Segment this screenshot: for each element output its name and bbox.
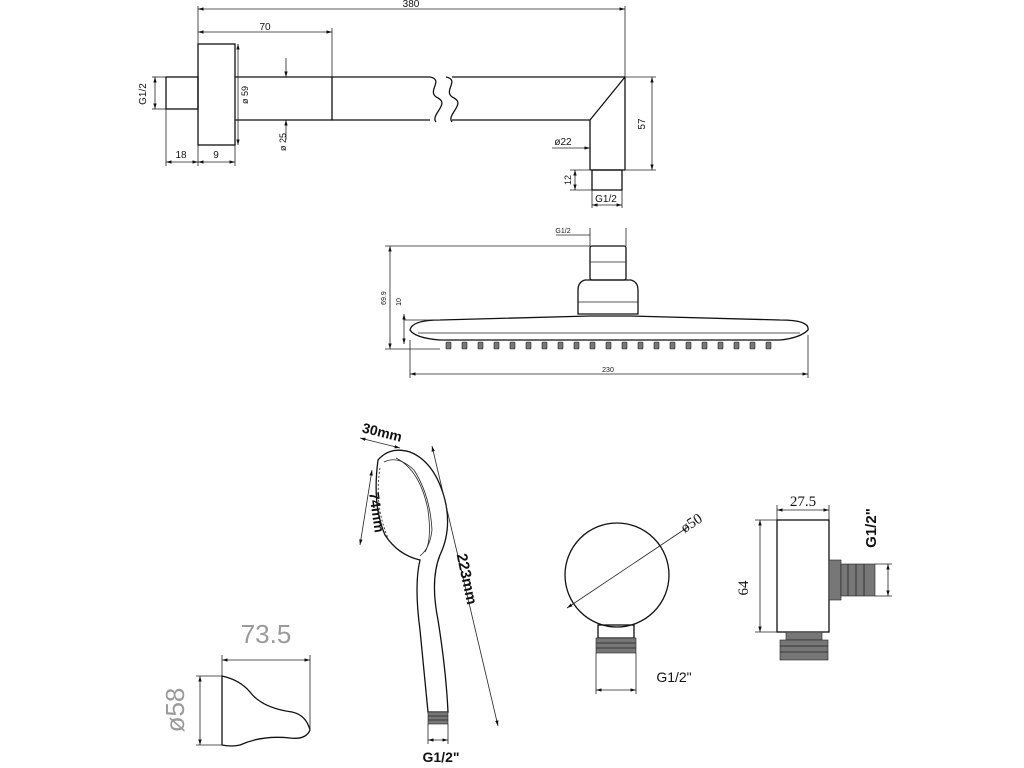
square-outlet-bottom-thread [779, 639, 829, 661]
head-plate [409, 315, 809, 341]
square-outlet-side-thread [840, 563, 876, 597]
dim-g12-inlet: G1/2 [138, 83, 149, 105]
dim-73-5: 73.5 [241, 619, 292, 649]
dim-64: 64 [736, 580, 752, 596]
dim-dia50: ø50 [678, 511, 706, 537]
dim-dia58: ø58 [160, 688, 190, 733]
break-mark-right [445, 76, 459, 123]
dim-dia25: ø 25 [278, 133, 288, 151]
dim-square-g12: G1/2" [863, 508, 880, 548]
dim-70: 70 [259, 22, 271, 33]
dim-head-thickness: 10 [396, 298, 403, 306]
shower-head-drawing: G1/2 [381, 228, 809, 378]
square-outlet-bottom-neck [785, 631, 823, 641]
square-outlet-drawing: 27.5 64 G1/2" [736, 494, 892, 661]
dim-57: 57 [637, 118, 648, 130]
hand-shower-body [375, 449, 449, 713]
round-outlet-drawing: ø50 G1/2" [564, 511, 706, 694]
hand-shower-thread [427, 711, 449, 725]
dim-223mm: 223mm [453, 552, 480, 606]
dim-18: 18 [175, 150, 187, 161]
dim-head-width: 230 [602, 367, 614, 374]
dim-dia22: ø22 [554, 137, 572, 148]
wall-holder-drawing: 73.5 ø58 [160, 619, 311, 747]
break-mark-left [429, 76, 443, 123]
square-outlet-body [776, 519, 830, 633]
dim-12: 12 [563, 175, 573, 185]
dim-9: 9 [213, 150, 219, 161]
hand-shower-nozzles [377, 467, 389, 539]
arm-inlet-thread [165, 76, 199, 110]
dim-380: 380 [403, 0, 420, 10]
dim-74mm: 74mm [366, 491, 387, 533]
wall-holder-body [221, 675, 311, 747]
dim-27-5: 27.5 [790, 494, 816, 510]
head-connector [589, 245, 627, 281]
square-outlet-side-neck [828, 559, 842, 601]
round-outlet-plate [564, 522, 670, 628]
dim-hand-g12: G1/2" [423, 749, 460, 765]
head-ball-joint [577, 279, 639, 315]
dim-head-height: 69.9 [381, 291, 388, 305]
arm-tube-start [235, 76, 333, 121]
shower-arm-drawing: 380 70 G1/2 ø 59 ø 25 18 9 57 ø22 [138, 0, 656, 208]
dim-g12-head: G1/2 [555, 228, 570, 235]
dim-g12-outlet: G1/2 [595, 194, 617, 205]
head-nozzles [445, 341, 772, 350]
dim-round-g12: G1/2" [656, 669, 691, 685]
hand-shower-drawing: 30mm 74mm 223mm G1/2" [359, 419, 499, 765]
dim-30mm: 30mm [361, 419, 404, 444]
wall-flange [197, 43, 236, 146]
round-outlet-thread [595, 637, 637, 654]
arm-outlet-thread [591, 169, 623, 191]
dim-dia59: ø 59 [240, 86, 250, 104]
